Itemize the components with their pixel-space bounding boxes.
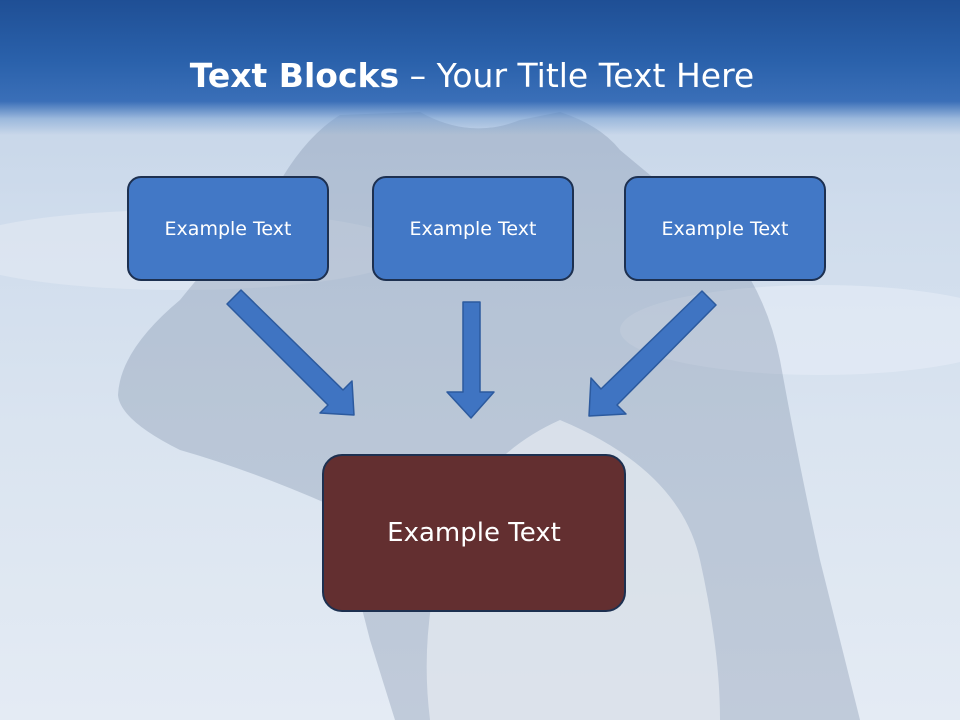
text-block-right[interactable]: Example Text [624, 176, 826, 281]
target-block-label: Example Text [387, 518, 561, 548]
title-bold: Text Blocks [189, 56, 400, 95]
arrow-right-icon [588, 290, 717, 417]
slide-title: Text Blocks – Your Title Text Here [0, 54, 944, 98]
text-block-left-label: Example Text [164, 217, 292, 240]
text-block-right-label: Example Text [661, 217, 789, 240]
arrow-center-icon [446, 301, 495, 419]
text-block-center-label: Example Text [409, 217, 537, 240]
text-block-center[interactable]: Example Text [372, 176, 574, 281]
title-dash: – [399, 56, 437, 95]
text-block-left[interactable]: Example Text [127, 176, 329, 281]
title-text: Your Title Text Here [436, 56, 755, 95]
target-block[interactable]: Example Text [322, 454, 626, 612]
header-band [0, 0, 960, 135]
arrow-left-icon [226, 289, 355, 416]
